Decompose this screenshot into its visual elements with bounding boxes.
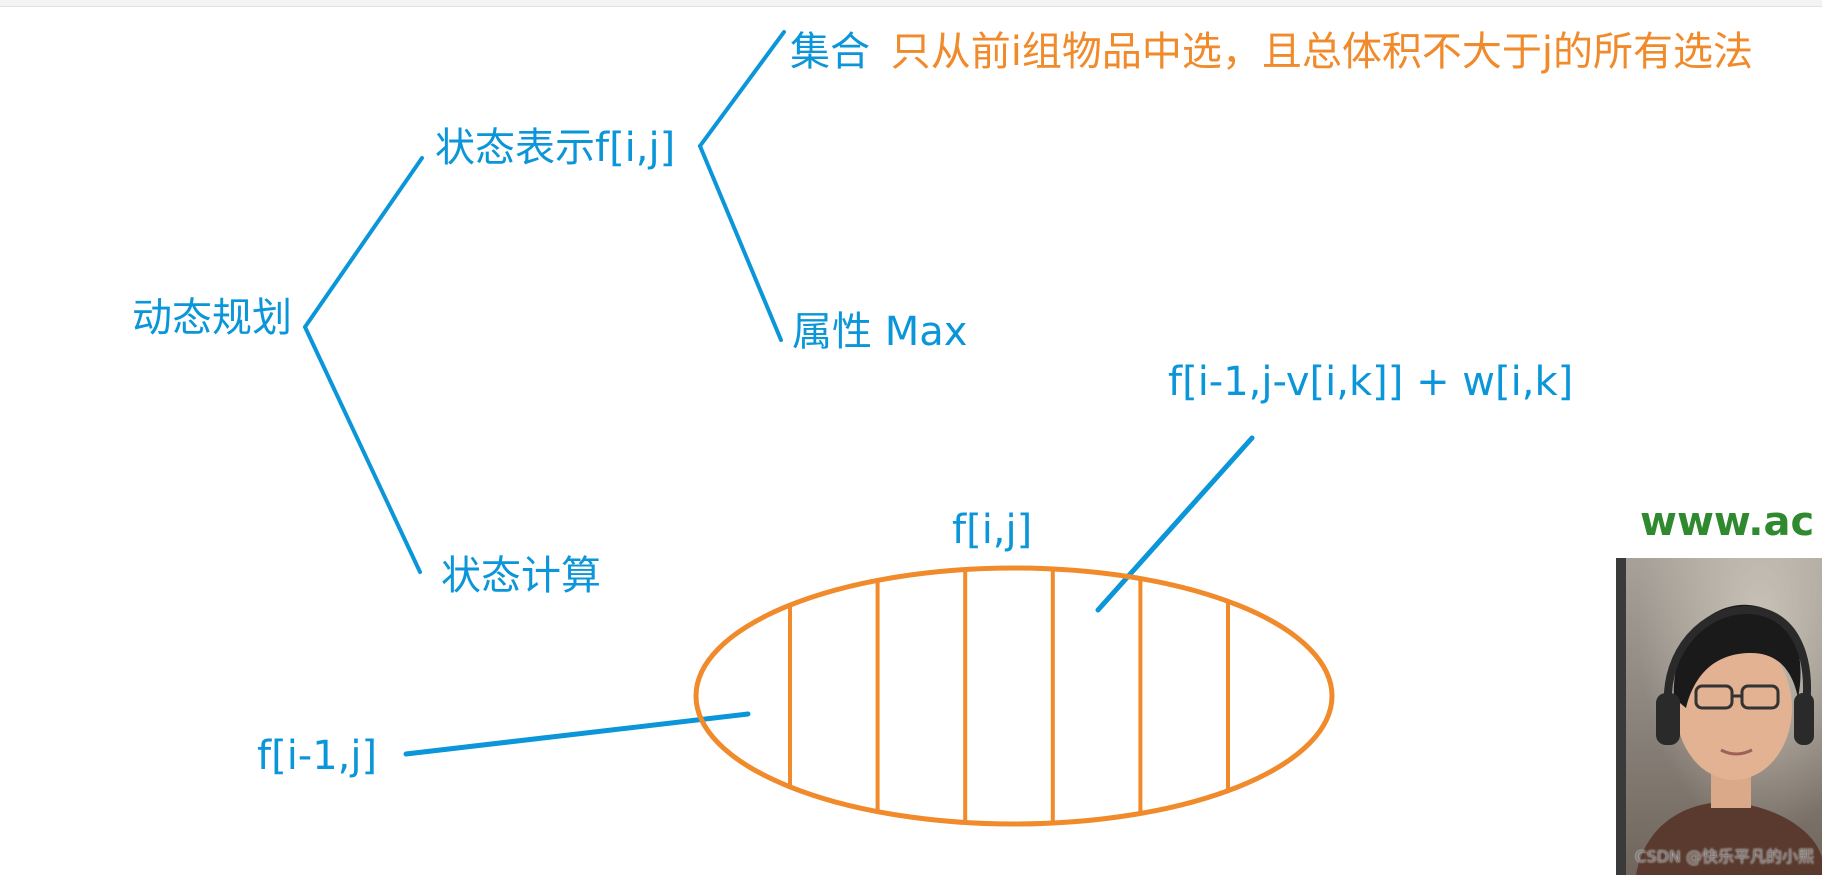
branch-state-repr-to-set xyxy=(698,30,786,148)
ellipse-dividers xyxy=(788,568,1230,824)
presenter-figure xyxy=(1636,604,1822,875)
ellipse-left-label: f[i-1,j] xyxy=(257,733,378,779)
set-description: 只从前i组物品中选，且总体积不大于j的所有选法 xyxy=(890,29,1753,75)
set-ellipse xyxy=(693,565,1335,827)
branch-root-to-state-repr xyxy=(303,156,424,329)
root-label: 动态规划 xyxy=(132,295,292,341)
set-row: 集合 只从前i组物品中选，且总体积不大于j的所有选法 xyxy=(790,32,1753,72)
presenter-webcam xyxy=(1616,558,1822,875)
attribute-label: 属性 Max xyxy=(792,309,968,355)
ellipse-top-label: f[i,j] xyxy=(952,507,1033,553)
csdn-watermark: CSDN @快乐平凡的小熙 xyxy=(1635,847,1814,866)
state-repr-label: 状态表示f[i,j] xyxy=(435,125,676,171)
pointer-right-label-line xyxy=(1095,435,1255,613)
branch-state-repr-to-attr xyxy=(698,144,783,342)
top-window-strip xyxy=(0,0,1822,7)
state-calc-label: 状态计算 xyxy=(441,553,601,599)
branch-root-to-state-calc xyxy=(303,325,422,574)
pointer-left-label-line xyxy=(403,711,751,757)
site-url: www.ac xyxy=(1640,499,1815,545)
ellipse-right-label: f[i-1,j-v[i,k]] + w[i,k] xyxy=(1168,359,1574,405)
set-label: 集合 xyxy=(790,29,870,75)
webcam-edge xyxy=(1616,558,1626,875)
